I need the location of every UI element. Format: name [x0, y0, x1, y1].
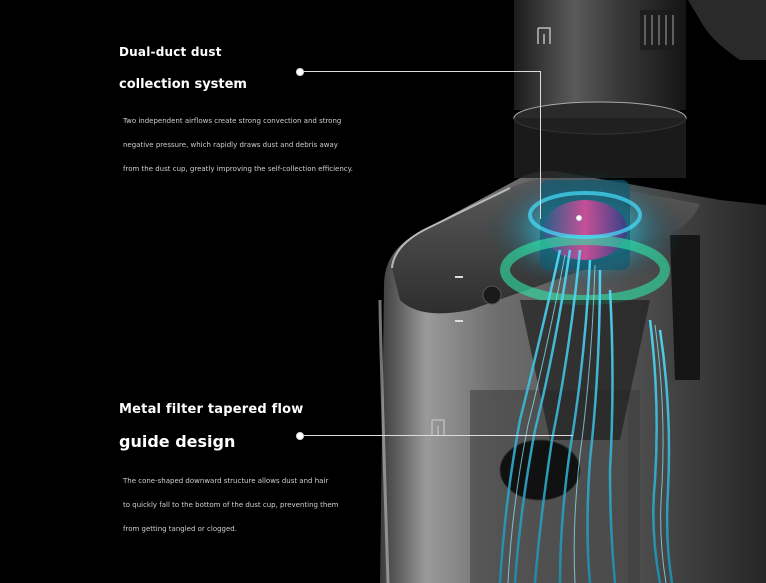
- feature-body-line: from getting tangled or clogged.: [123, 525, 237, 533]
- feature-title-line2: collection system: [119, 77, 247, 92]
- callout-line-1-horizontal: [303, 71, 541, 72]
- feature-body-line: from the dust cup, greatly improving the…: [123, 165, 353, 173]
- callout-target-1: [576, 215, 582, 221]
- callout-line-2-horizontal: [303, 435, 573, 436]
- callout-line-1-vertical: [540, 71, 541, 219]
- feature-title-line1: Metal filter tapered flow: [119, 402, 304, 417]
- feature-body-line: Two independent airflows create strong c…: [123, 117, 342, 125]
- feature-body-line: negative pressure, which rapidly draws d…: [123, 141, 338, 149]
- feature-body-line: The cone-shaped downward structure allow…: [123, 477, 329, 485]
- feature-body-line: to quickly fall to the bottom of the dus…: [123, 501, 339, 509]
- callout-dot-2: [296, 432, 304, 440]
- feature-title-line2: guide design: [119, 432, 236, 451]
- feature-dual-duct: Dual-duct dust collection system Two ind…: [119, 44, 353, 190]
- callout-dot-1: [296, 68, 304, 76]
- feature-title-line1: Dual-duct dust: [119, 45, 222, 59]
- feature-metal-filter: Metal filter tapered flow guide design T…: [119, 402, 339, 550]
- mi-logo-icon: [431, 27, 551, 436]
